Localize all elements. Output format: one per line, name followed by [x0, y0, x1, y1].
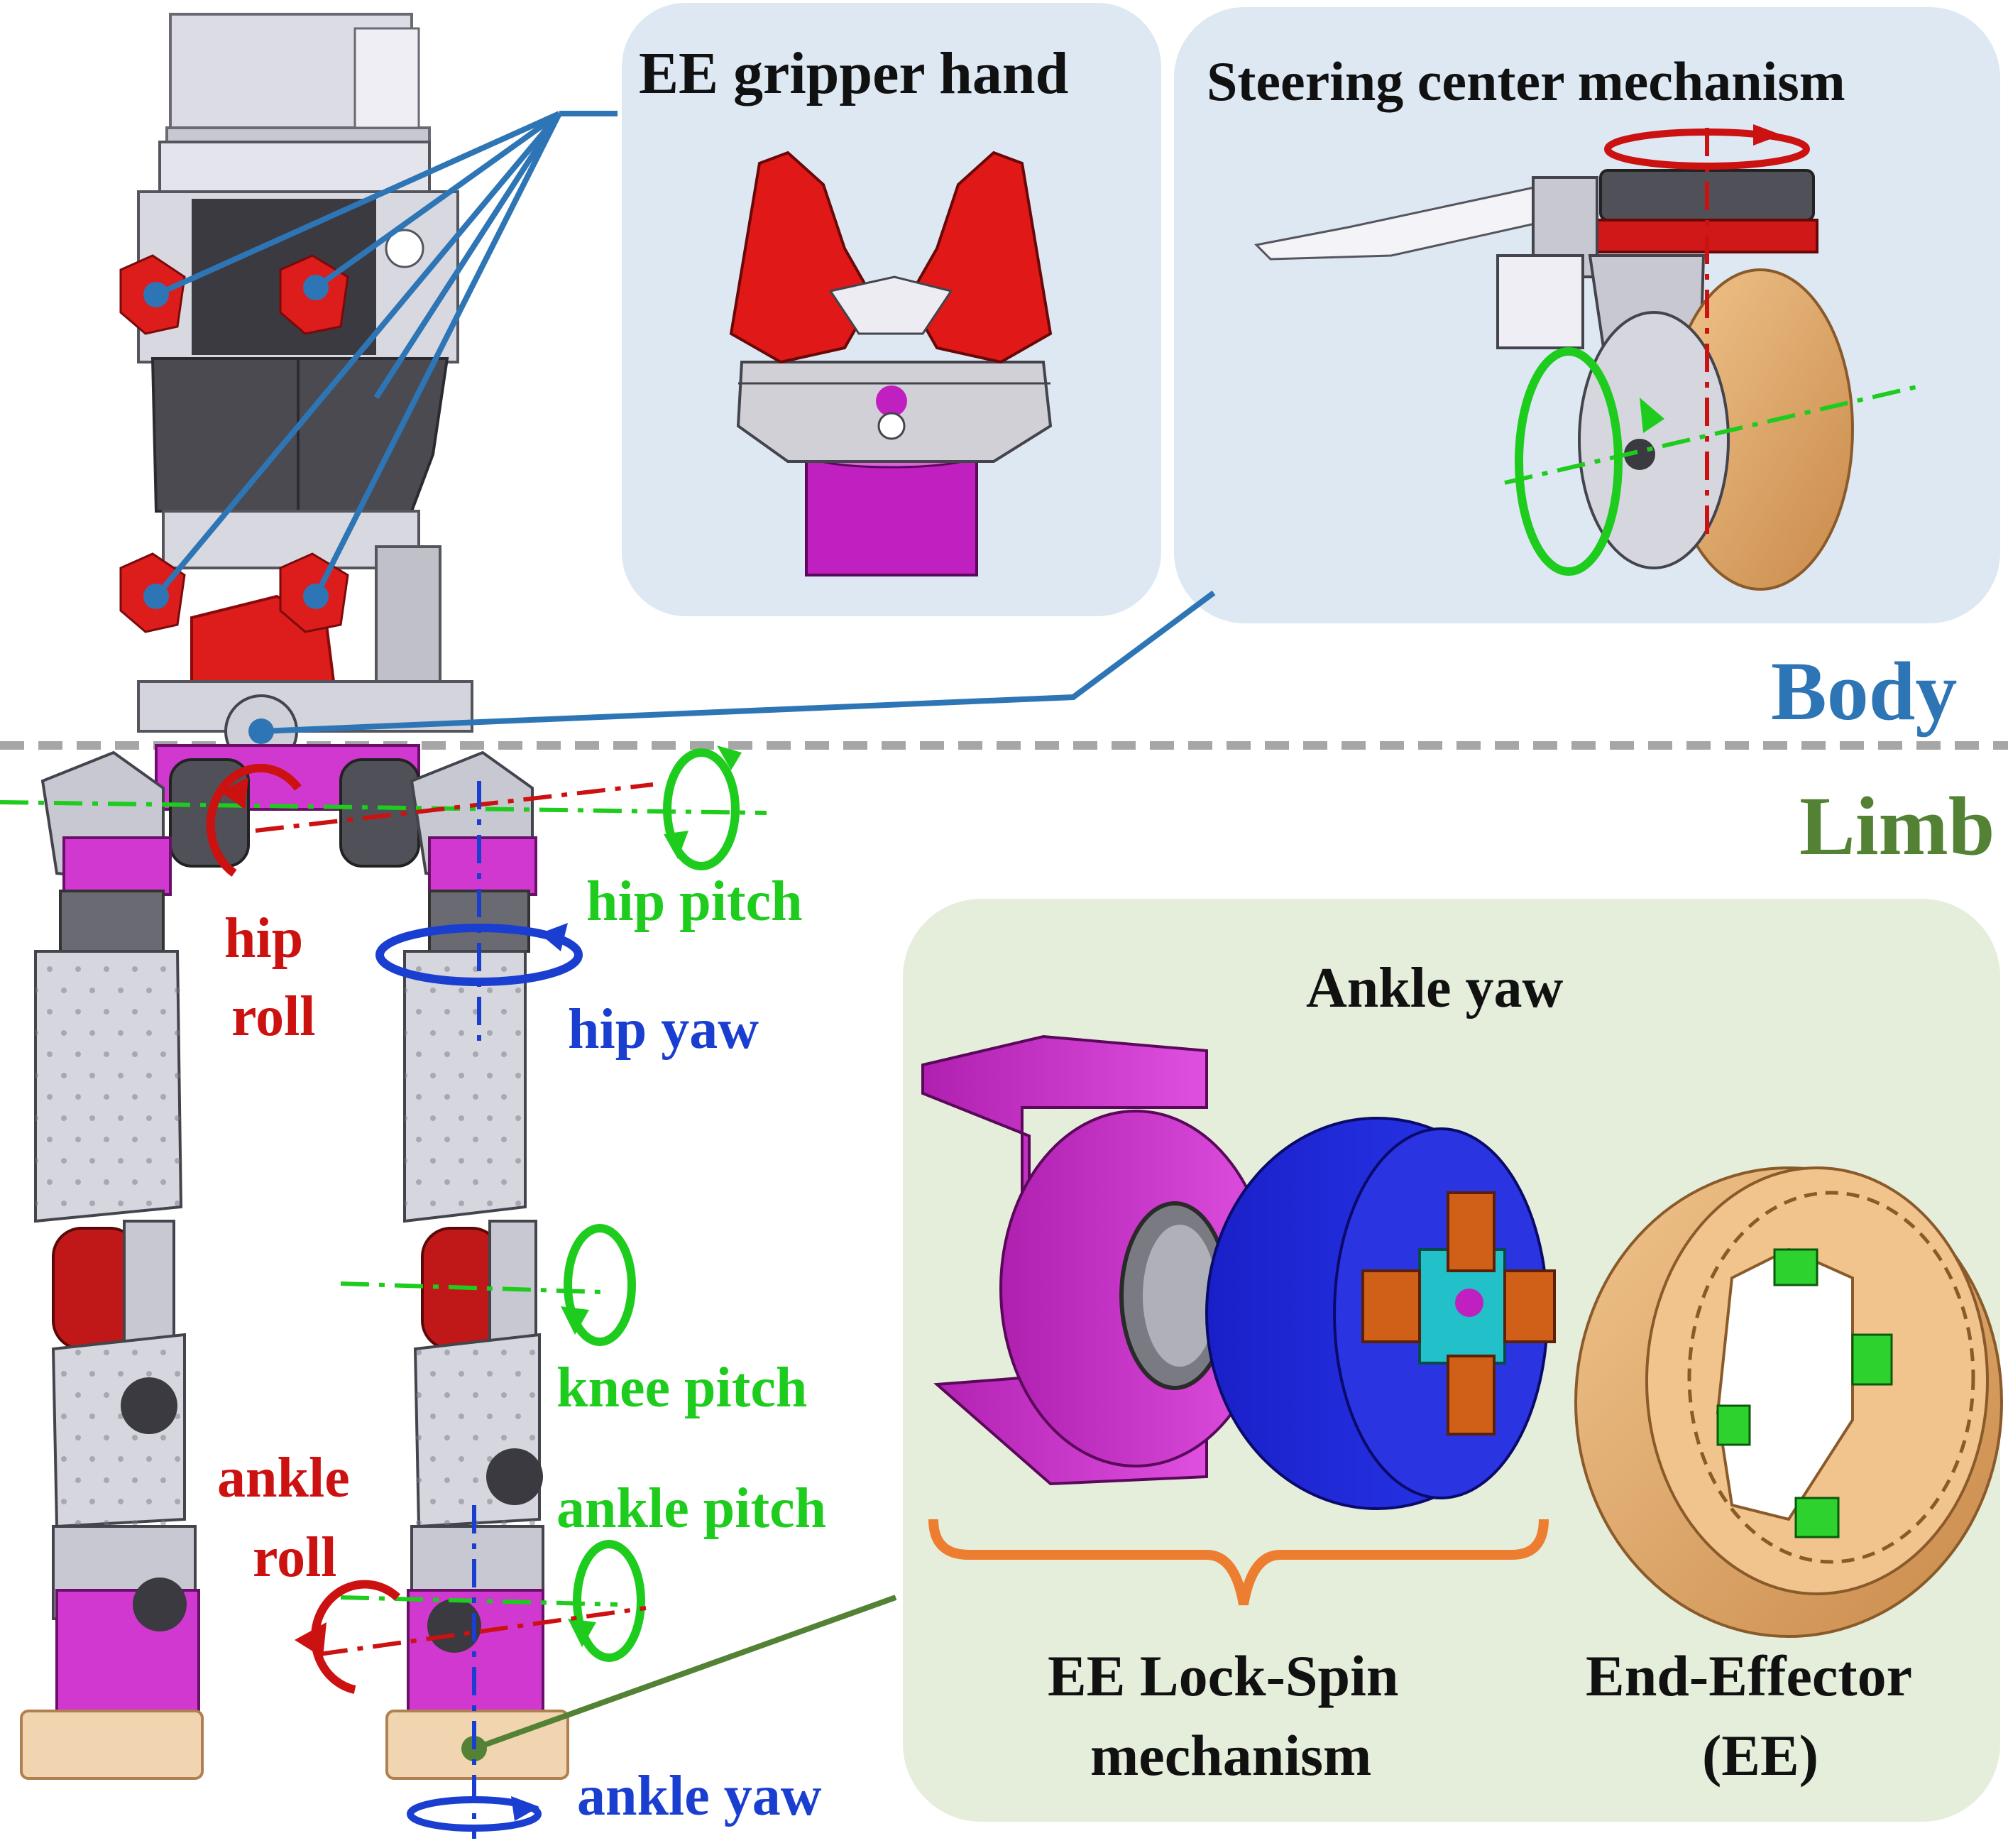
- hip-roll-label-2: roll: [231, 985, 316, 1048]
- hip-pitch-label: hip pitch: [586, 870, 803, 933]
- ankle-pitch-axis: [340, 1540, 645, 1662]
- end-effector-label-1: End-Effector: [1586, 1644, 1913, 1708]
- ankle-pitch-label: ankle pitch: [556, 1477, 827, 1540]
- gripper-title: EE gripper hand: [639, 40, 1069, 106]
- ankle-yaw-joint-label: ankle yaw: [577, 1765, 822, 1827]
- callout-lines: [153, 111, 1216, 734]
- steering-illustration: [1253, 124, 1917, 591]
- hip-pitch-axis: [0, 745, 767, 870]
- ankle-exploded-illustration: [921, 1034, 2003, 1638]
- ankle-yaw-panel-title: Ankle yaw: [1306, 957, 1564, 1019]
- knee-pitch-label: knee pitch: [556, 1357, 808, 1419]
- lockspin-label-1: EE Lock-Spin: [1048, 1644, 1399, 1708]
- hip-roll-axis: [206, 763, 654, 877]
- robot-legs: [20, 744, 569, 1780]
- knee-pitch-axis: [340, 1224, 636, 1346]
- hip-roll-label-1: hip: [224, 907, 304, 970]
- end-effector-label-2: (EE): [1702, 1723, 1818, 1788]
- gripper-illustration: [729, 151, 1053, 576]
- ankle-roll-label-2: roll: [253, 1526, 337, 1589]
- steering-title: Steering center mechanism: [1207, 50, 1845, 112]
- hip-yaw-axis: [375, 781, 583, 1044]
- lockspin-label-2: mechanism: [1090, 1723, 1372, 1788]
- ankle-roll-label-1: ankle: [217, 1447, 350, 1509]
- hip-yaw-label: hip yaw: [568, 998, 759, 1061]
- ankle-roll-axis: [295, 1580, 647, 1694]
- limb-label: Limb: [1799, 780, 1995, 873]
- ankle-yaw-axis: [407, 1505, 542, 1839]
- body-label: Body: [1771, 645, 1958, 738]
- robot-body: [119, 13, 473, 768]
- ankle-callout-line: [473, 1595, 897, 1751]
